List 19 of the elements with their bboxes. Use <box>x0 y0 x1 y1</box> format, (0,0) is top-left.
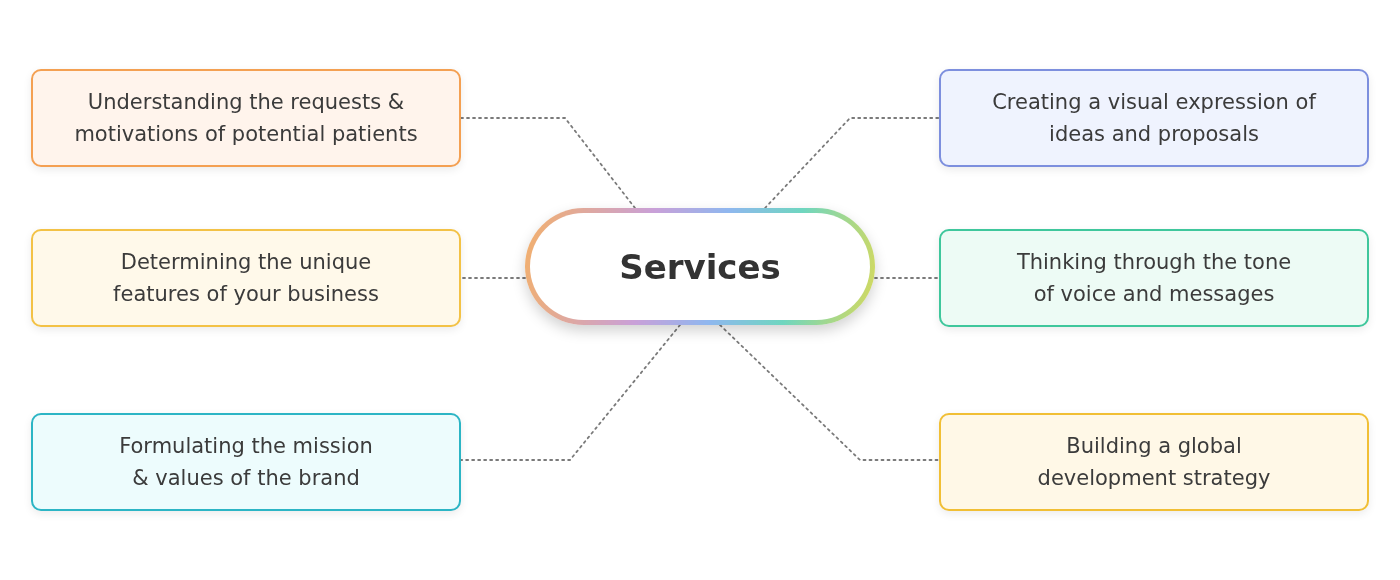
dotted-connector <box>460 117 636 209</box>
service-card <box>31 69 461 167</box>
service-text: Determining the unique features of your business <box>112 249 380 308</box>
service-card <box>939 229 1369 327</box>
service-text: Building a global development strategy <box>1036 433 1272 492</box>
service-card <box>939 69 1369 167</box>
service-text: Creating a visual expression of ideas and proposals <box>991 89 1318 148</box>
dotted-connector <box>460 324 681 461</box>
dotted-connector <box>460 277 526 279</box>
service-text: Formulating the mission & values of the brand <box>118 433 374 492</box>
service-text: Thinking through the tone of voice and messages <box>1015 249 1293 308</box>
service-card <box>31 229 461 327</box>
dotted-connector <box>764 117 940 209</box>
service-card <box>939 413 1369 511</box>
service-card <box>31 413 461 511</box>
central-title: Services <box>619 246 781 287</box>
service-text: Understanding the requests & motivations of potential patients <box>73 89 419 148</box>
dotted-connector <box>719 324 940 461</box>
dotted-connector <box>874 277 940 279</box>
